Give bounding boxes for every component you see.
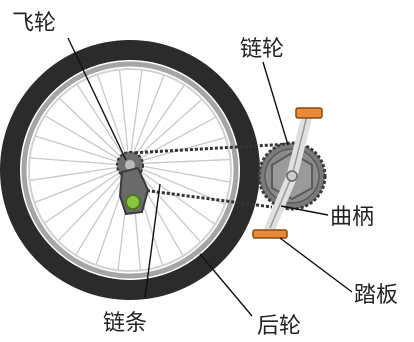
spoke <box>134 116 216 162</box>
spoke <box>75 170 128 255</box>
chain-lower-run <box>141 188 273 209</box>
derailleur-pulley <box>125 194 141 210</box>
leader-crank <box>280 205 329 216</box>
leader-rear-wheel <box>199 253 253 317</box>
spoke <box>44 168 126 224</box>
leader-flywheel <box>67 37 127 161</box>
spoke <box>35 166 125 203</box>
crank-arm-upper-outline <box>291 115 308 177</box>
flywheel-center <box>125 160 135 170</box>
crank-arms <box>264 110 313 234</box>
spoke <box>76 84 127 161</box>
crank-bolt <box>286 170 298 182</box>
chain-upper-run <box>129 142 291 155</box>
spoke <box>134 168 201 242</box>
spoke <box>135 158 230 165</box>
crank-arm-lower-outline <box>269 175 293 229</box>
label-pedal: 踏板 <box>354 283 398 308</box>
spoke <box>59 98 126 162</box>
leader-chainring <box>262 61 289 146</box>
spoke <box>130 75 165 160</box>
pedal-lower <box>252 229 288 239</box>
leader-chain <box>144 183 161 299</box>
rear-derailleur <box>118 166 150 216</box>
leader-pedal <box>279 237 353 293</box>
rear-wheel-rim <box>21 61 239 279</box>
pedal-upper <box>295 107 323 119</box>
spoke <box>118 70 130 160</box>
spoke <box>129 70 143 160</box>
spoke <box>135 164 230 183</box>
rear-wheel-tire <box>0 40 260 300</box>
spoke <box>45 115 125 163</box>
spoke <box>132 85 185 160</box>
leader-lines <box>67 37 353 317</box>
label-chain: 链条 <box>103 311 147 336</box>
spoke <box>35 135 125 165</box>
spoke <box>30 157 125 166</box>
pedals <box>252 107 323 239</box>
spoke <box>30 165 125 182</box>
chain <box>129 142 291 209</box>
label-crank: 曲柄 <box>330 205 374 230</box>
spoke <box>97 75 129 160</box>
label-flywheel: 飞轮 <box>12 11 56 36</box>
rear-wheel-rim-inner <box>28 68 232 272</box>
spoke <box>58 169 127 241</box>
spoke <box>133 99 202 161</box>
label-chainring: 链轮 <box>240 37 284 62</box>
label-rear-wheel: 后轮 <box>257 314 301 339</box>
spoke <box>135 167 215 225</box>
